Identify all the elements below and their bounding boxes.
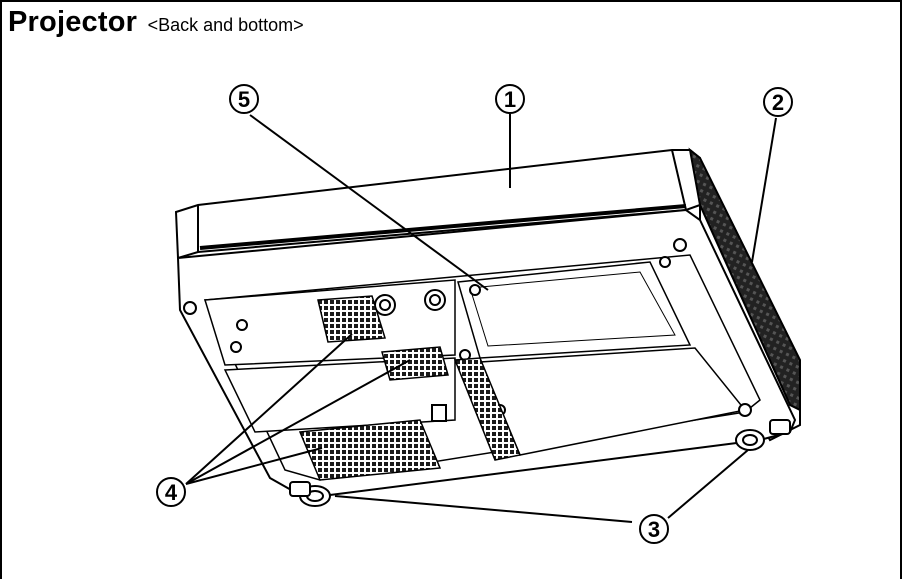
svg-text:5: 5 <box>238 87 250 112</box>
callout-3: 3 <box>639 514 669 544</box>
title-main: Projector <box>8 6 138 38</box>
svg-text:2: 2 <box>772 90 784 115</box>
page-title: Projector <Back and bottom> <box>8 6 304 39</box>
svg-text:1: 1 <box>504 87 516 112</box>
callout-4: 4 <box>156 477 186 507</box>
callout-5: 5 <box>229 84 259 114</box>
projector-bottom-plate <box>176 208 797 496</box>
adjustable-feet <box>289 419 791 507</box>
callout-leaders <box>185 114 777 523</box>
svg-text:3: 3 <box>648 517 660 542</box>
vent-grilles <box>298 295 522 481</box>
callout-numbers: 1 2 3 4 5 <box>156 84 793 544</box>
callout-1: 1 <box>495 84 525 114</box>
svg-text:4: 4 <box>165 480 178 505</box>
callout-2: 2 <box>763 87 793 117</box>
title-subtitle: <Back and bottom> <box>147 15 304 35</box>
